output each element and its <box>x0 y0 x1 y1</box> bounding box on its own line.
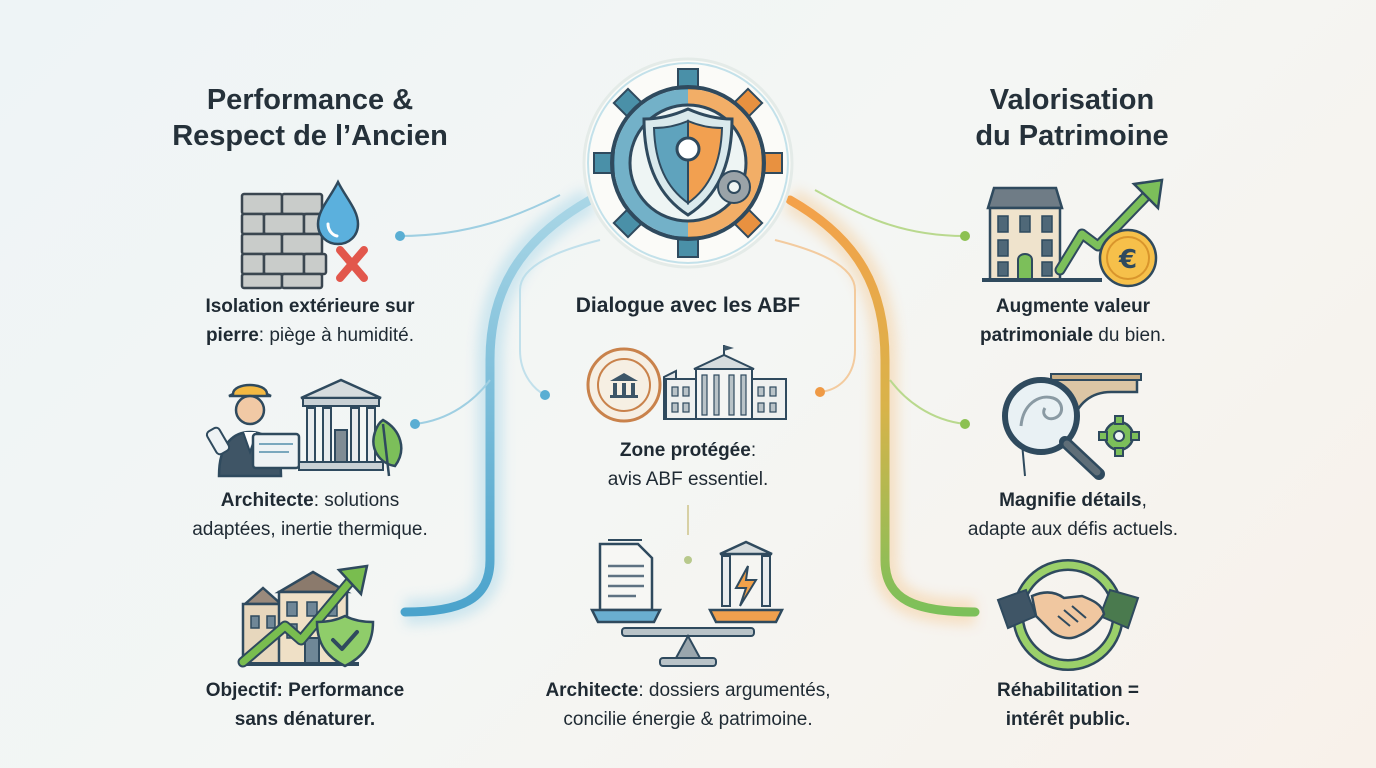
wall-water-cross-icon <box>240 179 368 290</box>
right-caption-2: Magnifie détails, adapte aux défis actue… <box>967 490 1179 540</box>
house-growth-euro-icon: € <box>982 178 1164 288</box>
right-caption-1: Augmente valeur patrimoniale du bien. <box>980 296 1166 346</box>
left-caption-2: Architecte: solutions adaptées, inertie … <box>192 490 428 540</box>
central-emblem <box>582 57 794 269</box>
center-icon-1 <box>584 345 794 430</box>
right-icon-2 <box>995 370 1145 482</box>
handshake-ring-icon <box>996 559 1140 671</box>
left-icon-1 <box>238 179 378 290</box>
balance-documents-energy-icon <box>589 539 785 667</box>
left-caption-3: Objectif: Performance sans dénaturer. <box>205 680 405 730</box>
left-caption-1: Isolation extérieure sur pierre: piège à… <box>205 296 415 346</box>
left-heading: Performance & Respect de l’Ancien <box>172 84 448 152</box>
shield-gear-icon <box>582 57 794 269</box>
right-caption-3: Réhabilitation = intérêt public. <box>997 680 1139 730</box>
center-title: Dialogue avec les ABF <box>575 294 801 317</box>
center-icon-2 <box>589 538 790 670</box>
right-heading: Valorisation du Patrimoine <box>975 84 1169 152</box>
svg-text:€: € <box>1118 245 1137 275</box>
building-arrow-shield-icon <box>237 564 375 668</box>
left-icon-2 <box>205 372 410 482</box>
left-icon-3 <box>235 558 385 670</box>
right-icon-1: € <box>982 178 1167 290</box>
center-caption-1: Zone protégée: avis ABF essentiel. <box>607 440 769 490</box>
right-icon-3 <box>996 559 1140 671</box>
magnifier-cornice-gear-icon <box>1002 373 1142 480</box>
architect-building-leaf-icon <box>205 378 403 478</box>
center-caption-2: Architecte: dossiers argumentés, concili… <box>545 680 831 730</box>
stamp-government-building-icon <box>586 345 787 423</box>
